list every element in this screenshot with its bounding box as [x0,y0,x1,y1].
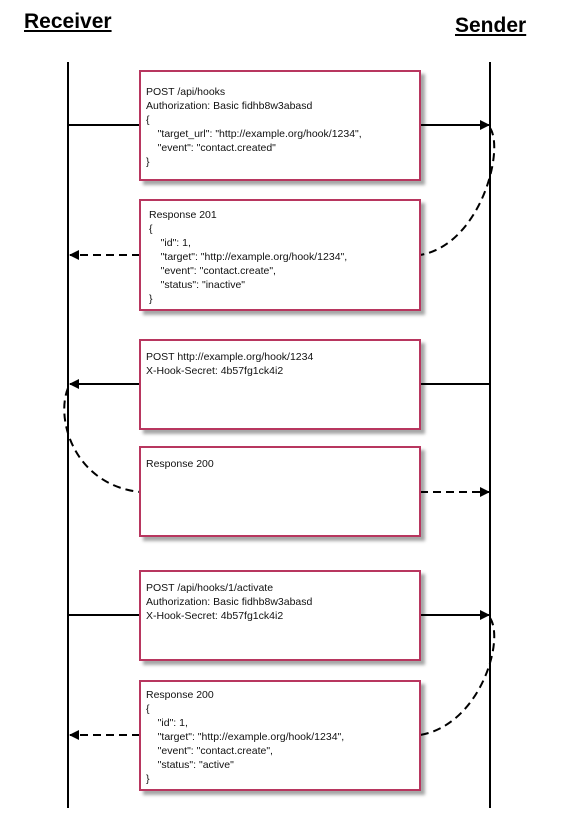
message-box-response-201: Response 201 { "id": 1, "target": "http:… [139,199,421,311]
message-box-post-hook-url: POST http://example.org/hook/1234 X-Hook… [139,339,421,430]
receiver-title: Receiver [24,10,112,33]
message-box-post-activate: POST /api/hooks/1/activate Authorization… [139,570,421,661]
msg3-return-curve [63,387,141,493]
message-box-response-200: Response 200 [139,446,421,537]
message-box-response-200-active: Response 200 { "id": 1, "target": "http:… [139,680,421,791]
message-box-post-hooks: POST /api/hooks Authorization: Basic fid… [139,70,421,181]
sender-title: Sender [455,14,527,37]
msg1-return-curve [419,127,496,256]
msg5-return-curve [419,617,496,736]
